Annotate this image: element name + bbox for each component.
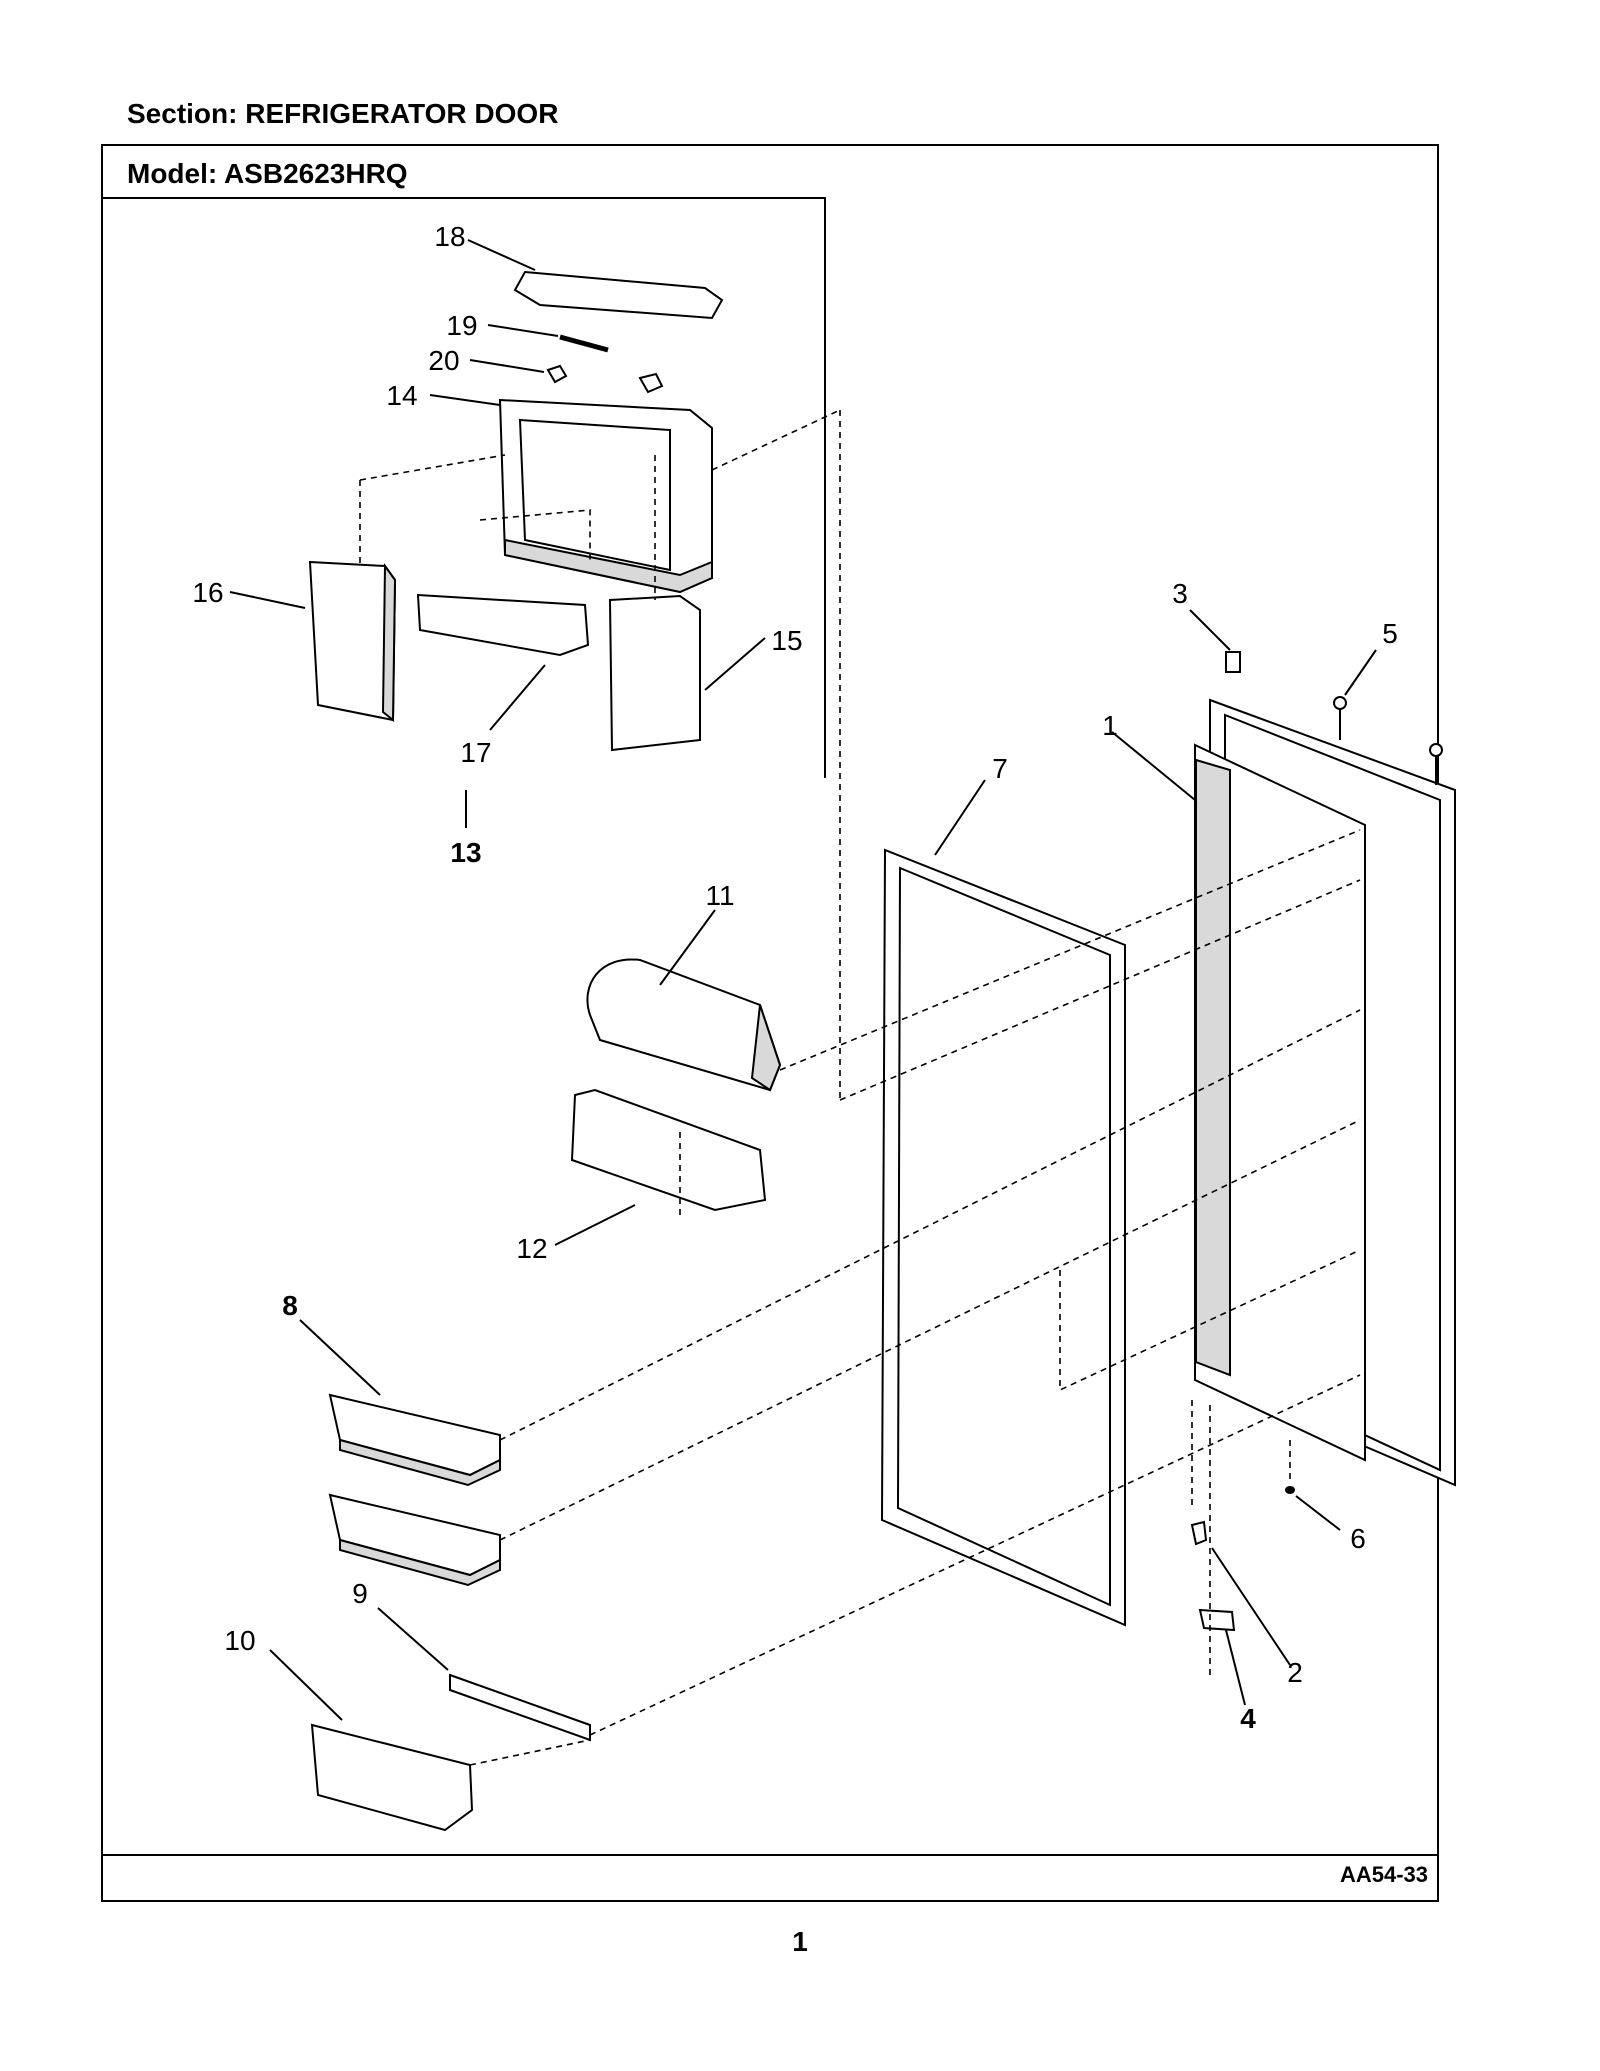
part-11-bin-cover: [586, 958, 782, 1092]
callout-8: 8: [282, 1290, 298, 1321]
part-7-door-gasket: [880, 848, 1126, 1627]
section-title: Section: REFRIGERATOR DOOR: [127, 98, 559, 129]
part-14-housing: [498, 398, 713, 594]
callout-1: 1: [1102, 710, 1118, 741]
part-20-clip: [546, 364, 664, 394]
callout-9: 9: [352, 1578, 368, 1609]
dispenser-assembly-inset: [101, 197, 826, 778]
callout-18: 18: [434, 221, 465, 252]
callout-16: 16: [192, 577, 223, 608]
part-3-bushing: [1225, 651, 1241, 673]
callout-17: 17: [460, 737, 491, 768]
model-label: Model: ASB2623HRQ: [127, 158, 408, 189]
part-18-top-cover: [513, 270, 724, 320]
part-12-bin: [570, 1088, 767, 1212]
part-16-side-cover-left: [308, 560, 397, 723]
part-5-screw: [1333, 696, 1443, 785]
leader-lines: [229, 239, 1377, 1721]
footer-divider: [101, 1854, 1439, 1856]
page-number: 1: [792, 1926, 808, 1957]
part-9-retainer-bar: [449, 1673, 591, 1742]
callout-10: 10: [224, 1625, 255, 1656]
callout-3: 3: [1172, 578, 1188, 609]
callout-7: 7: [992, 753, 1008, 784]
diagram-code: AA54-33: [1339, 1862, 1428, 1887]
part-1-door-liner: [1194, 698, 1456, 1487]
part-17-drip-tray: [416, 593, 590, 657]
callout-14: 14: [386, 380, 417, 411]
part-2-hinge-pin: [1190, 1520, 1208, 1546]
part-4-hinge-bracket: [1198, 1608, 1236, 1632]
callout-4: 4: [1240, 1703, 1256, 1734]
part-10-door-bin: [310, 1723, 474, 1832]
callout-12: 12: [516, 1233, 547, 1264]
callout-15: 15: [771, 625, 802, 656]
part-6-plug: [1285, 1486, 1295, 1494]
part-8-door-bin-upper: [328, 1393, 501, 1487]
callout-11: 11: [705, 880, 734, 911]
callout-19: 19: [446, 310, 477, 341]
part-19-spring: [559, 334, 609, 353]
callout-5: 5: [1382, 618, 1398, 649]
part-8-door-bin-lower: [328, 1493, 501, 1587]
callout-13: 13: [450, 837, 481, 868]
callout-20: 20: [428, 345, 459, 376]
callout-2: 2: [1287, 1657, 1303, 1688]
part-15-side-cover-right: [608, 594, 701, 752]
callout-6: 6: [1350, 1523, 1366, 1554]
